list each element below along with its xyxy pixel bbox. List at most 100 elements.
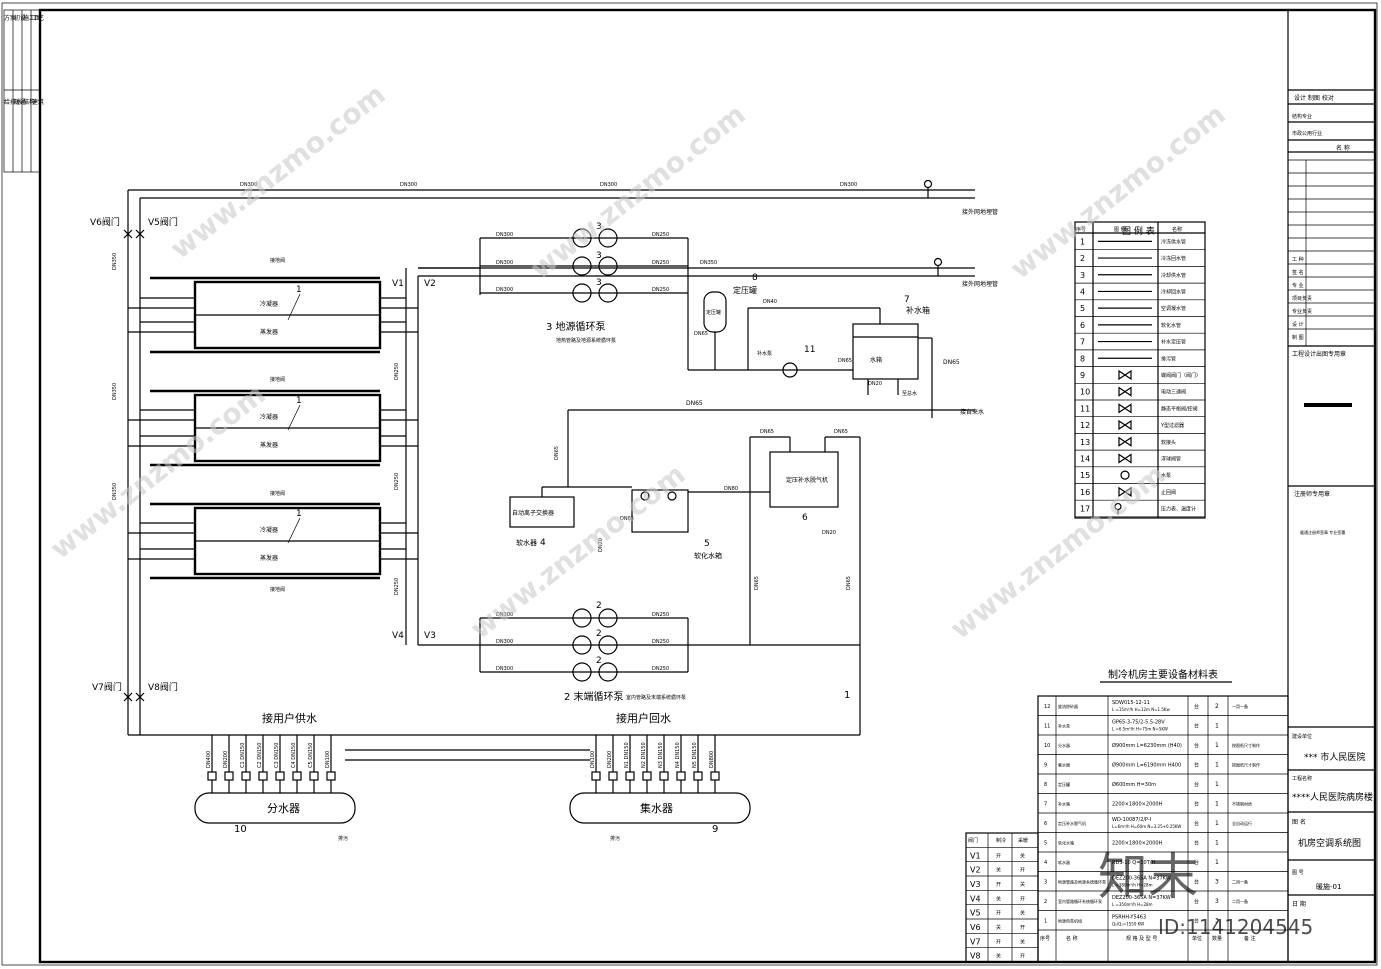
valve-header: 制冷 (996, 837, 1006, 844)
svg-text:4: 4 (540, 538, 546, 548)
equip-number: 3 (1044, 880, 1047, 886)
svg-text:1: 1 (296, 509, 302, 519)
equip-number: 4 (1044, 860, 1047, 866)
legend-number: 2 (1080, 254, 1085, 263)
equip-footer: 备 注 (1244, 935, 1256, 942)
valve-heat: 开 (1020, 925, 1025, 931)
legend-name: 静态平衡阀/控阀 (1161, 405, 1198, 412)
equip-unit: 台 (1194, 742, 1199, 749)
branch-valve (326, 771, 336, 781)
equip-qty: 3 (1215, 879, 1219, 886)
equip-unit: 台 (1194, 723, 1199, 730)
svg-text:DN65: DN65 (620, 516, 634, 522)
legend-symbol-pump (1120, 470, 1130, 480)
svg-text:1: 1 (296, 285, 302, 295)
legend-symbol-valve (1118, 403, 1132, 414)
legend-symbol-valve (1118, 453, 1132, 464)
branch-valve (292, 771, 302, 781)
role-label: 制 图 (1292, 334, 1304, 341)
svg-text:DN250: DN250 (394, 473, 400, 490)
hdr-hvac: 暖通 (14, 98, 26, 106)
equip-qty: 1 (1215, 723, 1219, 730)
branch-label: N3 DN150 (658, 742, 664, 768)
id-watermark: ID:1141204545 (1158, 915, 1313, 939)
svg-text:DN350: DN350 (112, 483, 118, 500)
svg-text:DN250: DN250 (652, 232, 669, 238)
drawing-number: 暖施-01 (1316, 882, 1341, 891)
legend-name: 浮球阀管 (1161, 455, 1181, 462)
legend-number: 12 (1080, 421, 1090, 430)
equip-qty: 2 (1215, 703, 1219, 710)
legend-name: 空调凝水管 (1161, 305, 1186, 312)
logo-watermark: 知末 (1098, 848, 1198, 906)
branch-valve (693, 771, 703, 781)
equip-note: 一用一备 (1232, 703, 1248, 709)
svg-text:2: 2 (596, 601, 602, 611)
svg-text:排污: 排污 (610, 835, 620, 842)
branch-label: C5 DN150 (308, 743, 314, 768)
svg-text:接地阀: 接地阀 (270, 490, 285, 497)
branch-valve (625, 771, 635, 781)
valve-id: V5 (970, 909, 981, 918)
branch-valve (591, 771, 601, 781)
valve-v7: V7阀门 (92, 681, 122, 693)
equip-note: 全自动运行 (1232, 820, 1252, 826)
equip-name: 地源热泵机组 (1058, 918, 1082, 924)
svg-text:DN20: DN20 (598, 538, 604, 552)
svg-text:7: 7 (904, 295, 910, 305)
legend-name: 软化水管 (1161, 322, 1181, 329)
geo-supply-label: 接外网地埋管 (962, 208, 998, 216)
equip-unit: 台 (1194, 859, 1199, 866)
svg-text:冷凝器: 冷凝器 (260, 300, 278, 308)
svg-text:2: 2 (596, 656, 602, 666)
branch-valve (241, 771, 251, 781)
svg-text:www.znzmo.com: www.znzmo.com (44, 378, 272, 566)
legend-number: 16 (1080, 488, 1090, 497)
hdr-process: 工艺 (32, 14, 44, 22)
valve-id: V6 (970, 923, 981, 932)
equip-qty: 3 (1215, 898, 1219, 905)
client-name: *** 市人民医院 (1304, 751, 1365, 763)
svg-text:DN65: DN65 (834, 429, 848, 435)
equip-name: 旋流除砂器 (1058, 703, 1078, 709)
svg-text:5: 5 (704, 539, 710, 549)
valve-id: V3 (970, 880, 981, 889)
svg-text:DN40: DN40 (763, 299, 777, 305)
equipment-title: 制冷机房主要设备材料表 (1108, 668, 1218, 681)
legend-number: 14 (1080, 454, 1090, 463)
branch-label: N2 DN150 (641, 742, 647, 768)
svg-text:接地阀: 接地阀 (270, 257, 285, 264)
equip-note: 按图纸尺寸制作 (1232, 762, 1260, 768)
svg-text:水箱: 水箱 (870, 356, 882, 364)
hdr-prelim: 初设 (14, 14, 26, 22)
valve-heat: 关 (1020, 881, 1025, 888)
svg-text:DN65: DN65 (694, 331, 708, 337)
legend-symbol-valve (1118, 369, 1132, 381)
branch-label: N1 DN150 (624, 742, 630, 768)
legend-name: 排污管 (1161, 355, 1176, 362)
branch-label: N5 DN150 (692, 742, 698, 768)
valve-v8: V8阀门 (148, 681, 178, 693)
equip-note: 不锈钢材质 (1232, 801, 1252, 807)
svg-text:补水箱: 补水箱 (906, 305, 930, 315)
equip-name: 地源管路及地源系统循环泵 (1058, 879, 1106, 885)
legend-number: 5 (1080, 304, 1085, 313)
equip-number: 10 (1044, 743, 1050, 749)
svg-text:建设单位: 建设单位 (1292, 733, 1312, 740)
svg-text:DN300: DN300 (496, 639, 513, 645)
svg-text:DN300: DN300 (496, 287, 513, 293)
role-label: 设 计 (1292, 321, 1304, 328)
svg-text:图 名: 图 名 (1292, 818, 1306, 826)
svg-text:接自来水: 接自来水 (960, 408, 984, 416)
svg-text:软水器: 软水器 (516, 538, 537, 547)
legend-name: Y型过滤器 (1160, 422, 1184, 429)
valve-v6: V6阀门 (90, 216, 120, 228)
valve-cool: 关 (996, 895, 1001, 902)
svg-text:DN300: DN300 (840, 182, 857, 188)
svg-text:DN250: DN250 (394, 363, 400, 380)
legend-name: 冷冻回水管 (1161, 255, 1186, 262)
